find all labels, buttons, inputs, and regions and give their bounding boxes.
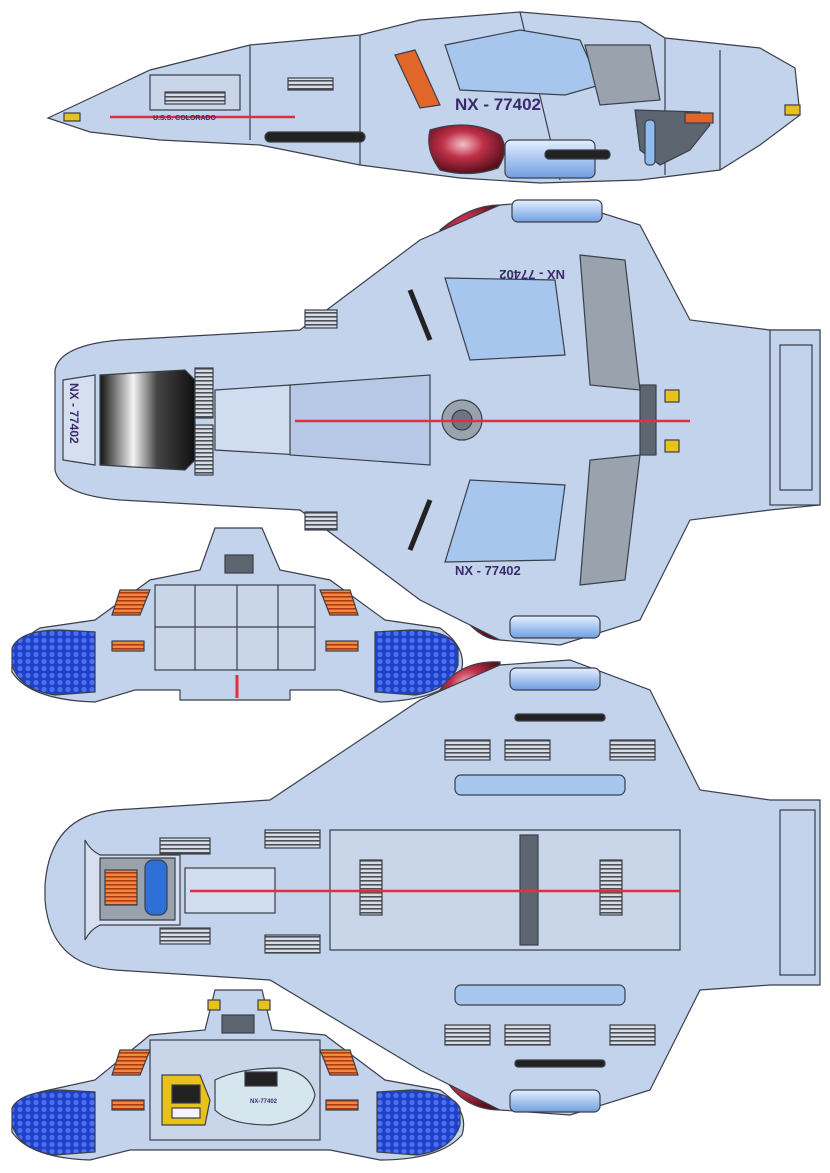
top-lower-window (444, 479, 566, 563)
front-impulse-left (11, 629, 96, 696)
top-view: NX - 77402 NX - 77402 NX - 77402 (54, 199, 821, 646)
top-cockpit-window (99, 369, 196, 471)
top-registry-upper: NX - 77402 (499, 267, 565, 282)
side-registry: NX - 77402 (455, 95, 541, 114)
rear-impulse-left (11, 1089, 96, 1156)
rear-shuttle-right (214, 1067, 316, 1126)
side-upper-window (444, 29, 601, 96)
front-view (11, 527, 464, 703)
bottom-view (44, 659, 821, 1116)
side-ship-name: U.S.S. COLORADO (153, 115, 217, 122)
top-registry-nose: NX - 77402 (67, 383, 81, 444)
rear-view: NX-77402 (11, 989, 465, 1161)
top-registry-lower: NX - 77402 (455, 563, 521, 578)
rear-impulse-right (376, 1089, 461, 1156)
side-nacelle (428, 124, 506, 175)
rear-shuttle-registry: NX-77402 (250, 1099, 278, 1105)
top-upper-window (444, 277, 566, 361)
side-view: NX - 77402 U.S.S. COLORADO (46, 11, 801, 184)
